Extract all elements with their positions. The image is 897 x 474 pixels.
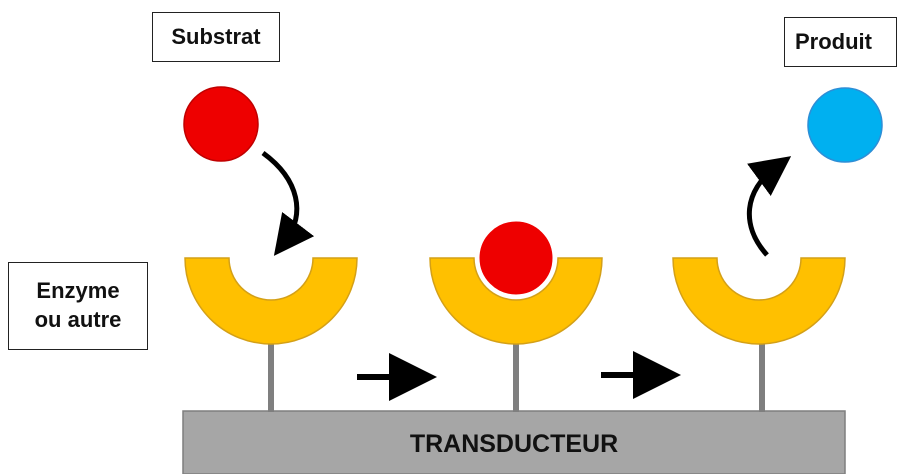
transducteur-label: TRANSDUCTEUR xyxy=(410,430,618,458)
substrate-molecule xyxy=(183,86,259,162)
enzyme-1 xyxy=(184,257,358,345)
product-molecule xyxy=(807,87,883,163)
stem-1 xyxy=(268,344,274,412)
enzyme-3 xyxy=(672,257,846,345)
stem-2 xyxy=(513,344,519,412)
binding-arrow xyxy=(261,150,315,256)
enzyme-label-line1: Enzyme xyxy=(36,278,120,304)
enzyme-label-line2: ou autre xyxy=(34,307,122,332)
enzyme-2 xyxy=(429,257,603,345)
enzyme-label-box: Enzyme ou autre xyxy=(8,262,148,350)
substrat-label-box: Substrat xyxy=(152,12,280,62)
release-arrow xyxy=(746,156,792,257)
substrat-label: Substrat xyxy=(171,23,261,49)
bound-substrate-molecule xyxy=(476,218,556,298)
stem-3 xyxy=(759,344,765,412)
produit-label: Produit xyxy=(795,28,872,54)
produit-label-box: Produit xyxy=(784,17,897,67)
